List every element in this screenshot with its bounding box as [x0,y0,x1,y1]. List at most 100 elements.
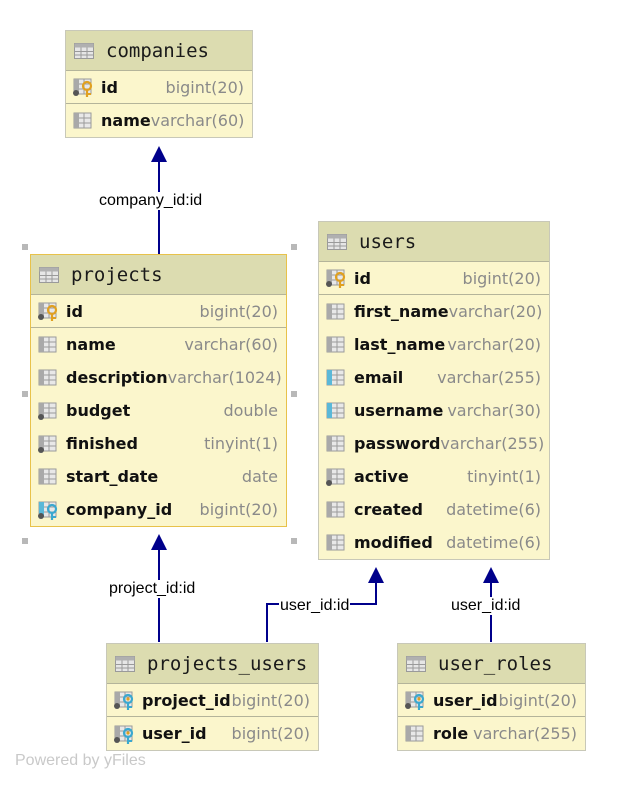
nullable-column-icon [326,468,345,486]
table-name: users [359,230,417,253]
edge-label-user-id-user-roles: user_id:id [450,597,522,615]
table-header[interactable]: companies [66,31,252,71]
column-name: name [101,111,151,130]
column-name: start_date [66,467,159,486]
arrowhead-users-2 [483,567,499,583]
column-type: bigint(20) [199,500,278,519]
primary-key-icon [73,78,93,97]
table-header[interactable]: user_roles [398,644,585,684]
column-icon [326,501,345,517]
column-type: bigint(20) [165,77,244,97]
column-name: role [433,724,469,743]
column-type: bigint(20) [462,268,541,288]
column-type: bigint(20) [231,690,310,710]
table-header[interactable]: projects_users [107,644,318,684]
primary-key-icon [326,269,346,288]
column-name: email [354,368,404,387]
column-icon [326,435,345,451]
column-name: created [354,500,423,519]
table-name: companies [106,39,209,62]
column-row[interactable]: created datetime(6) [319,493,549,526]
column-row[interactable]: finished tinyint(1) [31,427,286,460]
column-type: varchar(60) [150,111,245,130]
column-name: modified [354,533,433,552]
nullable-column-icon [38,435,57,453]
unique-column-icon [326,402,345,418]
column-icon [405,725,424,741]
column-type: bigint(20) [498,690,577,710]
column-type: varchar(20) [447,335,541,354]
column-type: varchar(30) [447,401,541,420]
table-icon [406,655,426,672]
column-name: username [354,401,444,420]
primary-foreign-key-icon [114,725,134,744]
column-type: tinyint(1) [467,467,541,486]
table-name: projects_users [147,652,308,675]
selection-handle[interactable] [22,244,28,250]
column-icon [326,303,345,319]
column-name: user_id [433,690,498,710]
selection-handle[interactable] [22,538,28,544]
arrowhead-users-1 [368,567,384,583]
edge-label-company-id: company_id:id [98,192,204,210]
column-row[interactable]: start_date date [31,460,286,493]
column-type: tinyint(1) [204,434,278,453]
column-type: datetime(6) [446,500,541,519]
column-icon [38,468,57,484]
table-name: user_roles [438,652,553,675]
column-type: varchar(255) [440,434,545,453]
selection-handle[interactable] [291,538,297,544]
column-name: id [101,77,118,97]
table-icon [74,42,94,59]
column-row[interactable]: budget double [31,394,286,427]
column-row[interactable]: id bigint(20) [66,71,252,104]
primary-key-icon [38,302,58,321]
column-name: user_id [142,724,207,743]
column-type: varchar(255) [437,368,541,387]
column-name: last_name [354,335,446,354]
arrowhead-projects [151,534,167,550]
selection-handle[interactable] [291,244,297,250]
table-header[interactable]: users [319,222,549,262]
column-name: finished [66,434,138,453]
table-header[interactable]: projects [31,255,286,295]
column-type: double [223,401,278,420]
selection-handle[interactable] [291,391,297,397]
column-type: date [241,467,278,486]
column-icon [326,336,345,352]
arrowhead-companies [151,146,167,162]
nullable-column-icon [38,402,57,420]
edge-label-user-id-projects-users: user_id:id [279,597,351,615]
column-row[interactable]: modified datetime(6) [319,526,549,559]
column-type: datetime(6) [446,533,541,552]
column-name: first_name [354,302,449,321]
edge-label-project-id: project_id:id [108,580,197,598]
column-icon [326,534,345,550]
column-row[interactable]: email varchar(255) [319,361,549,394]
column-type: varchar(255) [473,724,577,743]
column-name: budget [66,401,131,420]
selection-handle[interactable] [22,391,28,397]
unique-column-icon [326,369,345,385]
foreign-key-icon [38,501,58,520]
